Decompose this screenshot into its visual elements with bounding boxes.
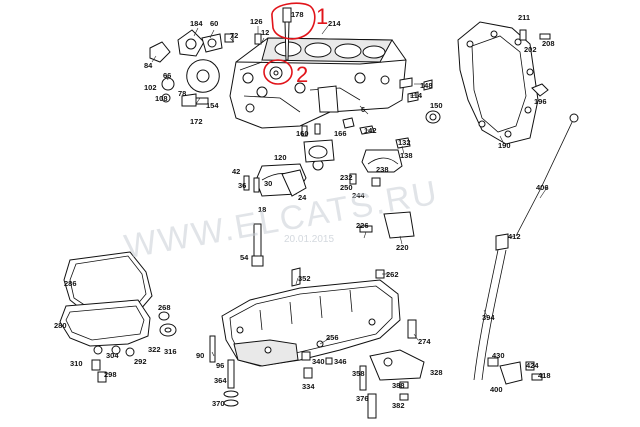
callout-114: 114: [410, 91, 423, 100]
callout-406: 406: [536, 183, 549, 192]
stud-54: [251, 223, 264, 267]
part-220-bracket: [291, 211, 415, 287]
callout-352: 352: [298, 274, 311, 283]
callout-178: 178: [291, 10, 304, 19]
callout-120: 120: [274, 153, 287, 162]
callout-24: 24: [298, 193, 307, 202]
callout-42: 42: [232, 167, 240, 176]
drain-bolts-left: [91, 311, 177, 383]
callout-340: 340: [312, 357, 325, 366]
callout-388: 388: [392, 381, 405, 390]
lower-oil-pan: [59, 299, 151, 357]
annotation-mark-1: 1: [316, 4, 328, 29]
callout-90: 90: [196, 351, 204, 360]
callout-328: 328: [430, 368, 443, 377]
callout-310: 310: [70, 359, 83, 368]
callout-60: 60: [210, 19, 218, 28]
callout-250: 250: [340, 183, 353, 192]
callout-138: 138: [400, 151, 413, 160]
callout-166: 166: [334, 129, 347, 138]
annotation-mark-2: 2: [296, 62, 308, 87]
callout-232: 232: [340, 173, 353, 182]
callout-108: 108: [155, 94, 168, 103]
block-bottom-studs: [301, 77, 441, 149]
callout-30: 30: [264, 179, 272, 188]
red-annotations: 1 2: [263, 2, 328, 87]
studs-90-96: [209, 335, 239, 407]
annotation-circle-1: [271, 2, 316, 40]
callout-18: 18: [258, 205, 266, 214]
callout-190: 190: [498, 141, 511, 150]
rear-cover-plate: [457, 21, 551, 145]
callout-132: 132: [398, 138, 411, 147]
callout-184: 184: [190, 19, 203, 28]
callout-148: 148: [420, 81, 433, 90]
callout-126: 126: [250, 17, 263, 26]
bracket-328: [369, 319, 425, 381]
callout-322: 322: [148, 345, 161, 354]
callout-412: 412: [508, 232, 521, 241]
callout-364: 364: [214, 376, 227, 385]
callout-84: 84: [144, 61, 153, 70]
engine-block: [229, 37, 407, 129]
callout-154: 154: [206, 101, 219, 110]
bearing-caps: [243, 139, 403, 197]
callout-274: 274: [418, 337, 431, 346]
callout-262: 262: [386, 270, 399, 279]
callout-202: 202: [524, 45, 537, 54]
callout-36: 36: [238, 181, 246, 190]
callout-208: 208: [542, 39, 555, 48]
callout-304: 304: [106, 351, 119, 360]
callout-6: 6: [361, 105, 365, 114]
callout-286: 286: [64, 279, 77, 288]
callout-12: 12: [261, 28, 269, 37]
callout-382: 382: [392, 401, 405, 410]
callout-102: 102: [144, 83, 157, 92]
callout-211: 211: [518, 13, 530, 22]
upper-oil-pan: [221, 279, 401, 367]
callout-400: 400: [490, 385, 503, 394]
callout-280: 280: [54, 321, 67, 330]
callout-430: 430: [492, 351, 505, 360]
callout-226: 226: [356, 221, 369, 230]
callout-214: 214: [328, 19, 341, 28]
callout-334: 334: [302, 382, 315, 391]
callout-370: 370: [212, 399, 225, 408]
callout-196: 196: [534, 97, 547, 106]
callout-54: 54: [240, 253, 249, 262]
callout-292: 292: [134, 357, 147, 366]
callout-394: 394: [482, 313, 495, 322]
left-small-parts: [149, 29, 262, 107]
callout-142: 142: [364, 126, 377, 135]
callout-358: 358: [352, 369, 365, 378]
callout-172: 172: [190, 117, 203, 126]
callout-labels: 184 60 126 178 214 72 12 84 66 102 108 7…: [54, 10, 555, 410]
callout-238: 238: [376, 165, 389, 174]
callout-268: 268: [158, 303, 171, 312]
watermark-date: 20.01.2015: [284, 234, 334, 245]
callout-346: 346: [334, 357, 347, 366]
callout-96: 96: [216, 361, 224, 370]
callout-244: 244: [352, 191, 365, 200]
callout-220: 220: [396, 243, 409, 252]
callout-66: 66: [163, 71, 171, 80]
callout-78: 78: [178, 89, 186, 98]
callout-256: 256: [326, 333, 339, 342]
callout-418: 418: [538, 371, 551, 380]
part-178-sensor: [282, 7, 292, 61]
callout-72: 72: [230, 31, 238, 40]
callout-424: 424: [526, 361, 539, 370]
callout-376: 376: [356, 394, 369, 403]
dipstick-assembly: [473, 113, 579, 385]
callout-316: 316: [164, 347, 177, 356]
bolts-bottom-center: [301, 351, 409, 419]
leader-lines: [151, 25, 549, 357]
callout-150: 150: [430, 101, 443, 110]
annotation-circle-2: [263, 59, 293, 85]
callout-160: 160: [296, 129, 309, 138]
callout-298: 298: [104, 370, 117, 379]
